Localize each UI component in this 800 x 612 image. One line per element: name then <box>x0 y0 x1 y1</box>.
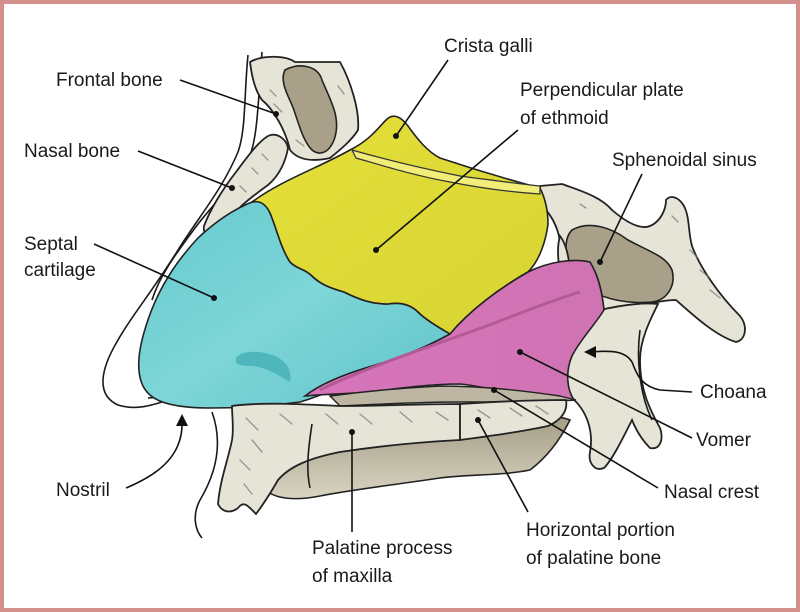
marker-horizontal-portion <box>475 417 481 423</box>
leader-septal-cartilage <box>93 243 215 299</box>
vomer-groove <box>319 290 581 392</box>
marker-sphenoidal-sinus <box>597 259 603 265</box>
leader-vomer <box>519 351 693 439</box>
label-septal-cartilage-line2: cartilage <box>24 260 96 281</box>
frontal-sinus <box>282 65 338 154</box>
marker-vomer <box>517 349 523 355</box>
leader-crista-galli <box>395 59 449 137</box>
marker-palatine-process <box>349 429 355 435</box>
horizontal-palatine-bone <box>459 399 568 442</box>
marker-nasal-bone <box>229 185 235 191</box>
marker-crista-galli <box>393 133 399 139</box>
label-palatine-process-line2: of maxilla <box>312 566 393 587</box>
hard-palate <box>217 399 572 516</box>
arrow-nostril <box>125 421 183 489</box>
label-vomer: Vomer <box>696 430 752 451</box>
label-choana: Choana <box>700 382 767 403</box>
label-horizontal-portion-line1: Horizontal portion <box>526 520 675 541</box>
cribriform-plate <box>350 149 541 195</box>
palatine-process-of-maxilla-bone <box>217 402 461 516</box>
frontal-bone <box>249 55 360 161</box>
label-nostril: Nostril <box>56 480 110 501</box>
label-horizontal-portion-line2: of palatine bone <box>526 548 661 569</box>
septal-cartilage-fold <box>235 351 291 382</box>
upper-lip-outline <box>194 411 219 539</box>
marker-frontal-bone <box>273 111 279 117</box>
arrowhead-nostril-icon <box>176 414 188 426</box>
arrowhead-choana-icon <box>584 346 596 358</box>
label-palatine-process-line1: Palatine process <box>312 538 452 559</box>
leader-horizontal-portion <box>477 419 529 513</box>
label-perpendicular-plate-line1: Perpendicular plate <box>520 80 684 101</box>
leader-nasal-crest <box>493 389 659 489</box>
marker-nasal-crest <box>491 387 497 393</box>
label-nasal-crest: Nasal crest <box>664 482 760 503</box>
arrow-choana <box>591 350 693 393</box>
marker-septal-cartilage <box>211 295 217 301</box>
label-perpendicular-plate-line2: of ethmoid <box>520 108 609 129</box>
leader-nasal-bone <box>137 150 233 189</box>
marker-perpendicular-plate <box>373 247 379 253</box>
leader-sphenoidal-sinus <box>599 173 643 263</box>
label-frontal-bone: Frontal bone <box>56 70 163 91</box>
leader-frontal-bone <box>179 79 277 115</box>
label-sphenoidal-sinus: Sphenoidal sinus <box>612 150 757 171</box>
leader-perpendicular-plate <box>375 129 519 251</box>
nose-skin-outline <box>102 54 249 409</box>
label-crista-galli: Crista galli <box>444 36 533 57</box>
label-septal-cartilage-line1: Septal <box>24 234 78 255</box>
label-nasal-bone: Nasal bone <box>24 141 120 162</box>
